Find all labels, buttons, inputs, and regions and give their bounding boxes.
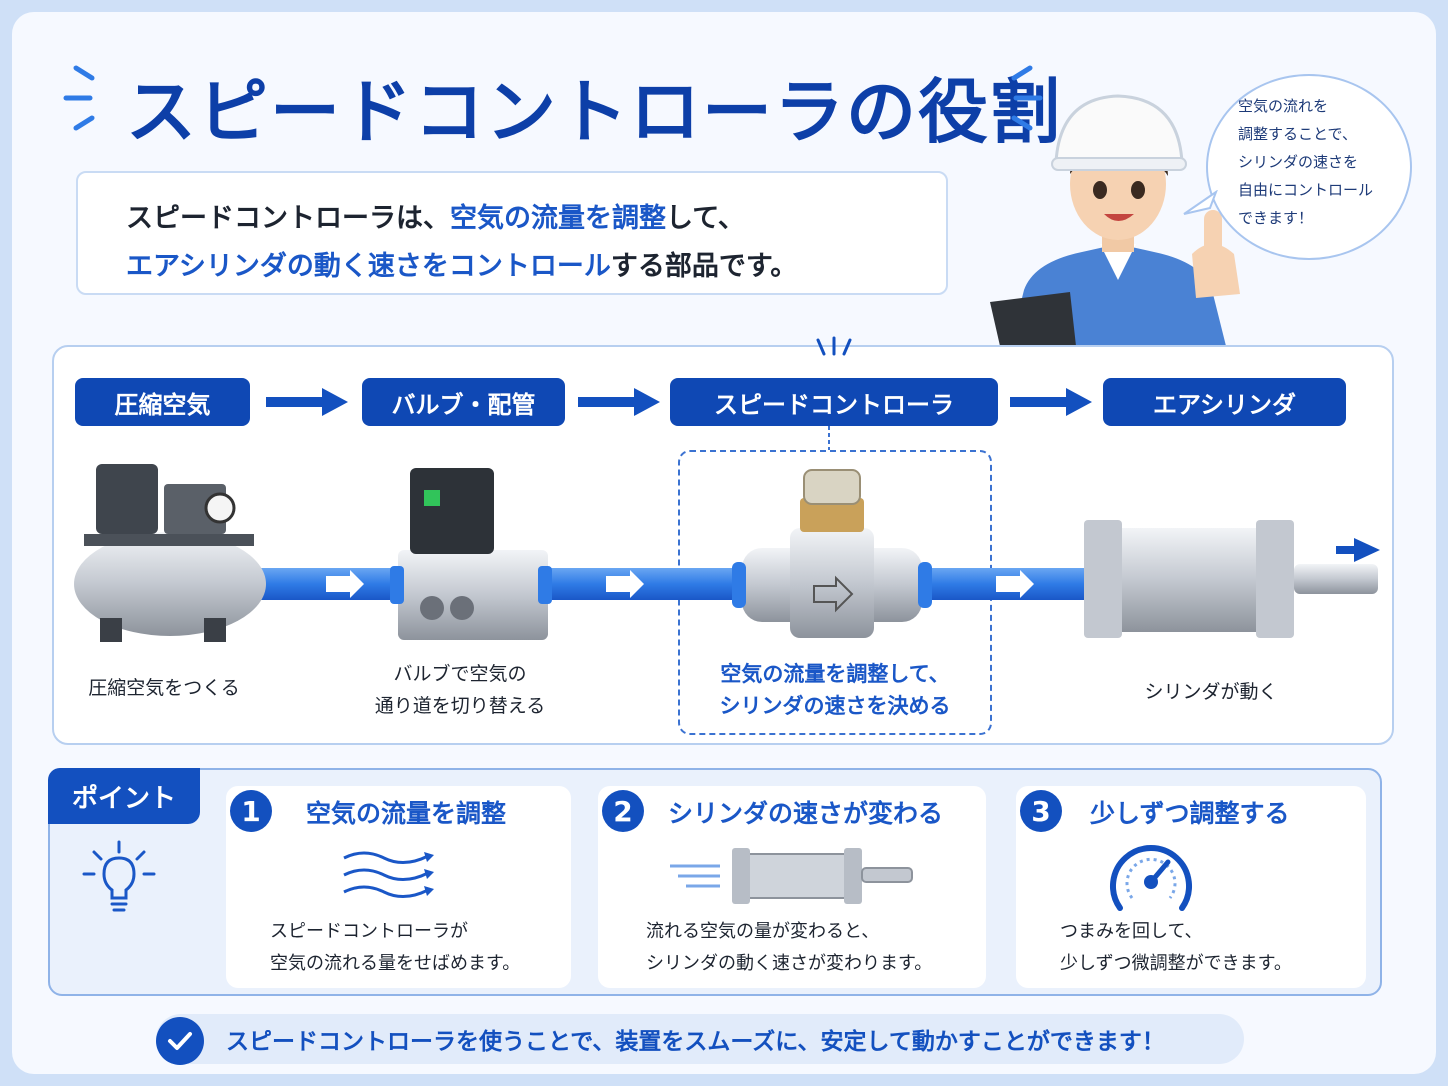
point-text-line: 少しずつ微調整ができます。 <box>1060 953 1292 974</box>
caption-line: 通り道を切り替える <box>374 695 546 717</box>
highlight-spark-icon <box>816 336 852 356</box>
point-text: つまみを回して、 少しずつ微調整ができます。 <box>1060 916 1292 980</box>
point-card-2: 2 シリンダの速さが変わる 流れる空気の量が変わると、 シリンダの動く速さが変わ… <box>598 786 986 988</box>
step-air-cylinder: エアシリンダ <box>1103 378 1346 426</box>
intro-highlight: 空気の流量を調整 <box>450 203 666 234</box>
step-speed-controller: スピードコントローラ <box>670 378 998 426</box>
intro-text: スピードコントローラは、 <box>126 203 450 234</box>
point-card-1: 1 空気の流量を調整 スピードコントローラが 空気の流れる量をせばめます。 <box>226 786 571 988</box>
point-text: スピードコントローラが 空気の流れる量をせばめます。 <box>270 916 520 980</box>
caption-air-cylinder: シリンダが動く <box>1106 676 1316 708</box>
worker-illustration-icon <box>990 94 1240 346</box>
point-title: シリンダの速さが変わる <box>668 799 944 828</box>
intro-line-2: エアシリンダの動く速さをコントロールする部品です。 <box>126 243 898 291</box>
speech-bubble: 空気の流れを 調整することで、 シリンダの速さを 自由にコントロール できます！ <box>1206 74 1412 260</box>
bubble-line: 自由にコントロール <box>1238 181 1374 199</box>
point-card-3: 3 少しずつ調整する つまみを回して、 少しずつ微調整ができます。 <box>1016 786 1366 988</box>
step-valve-piping: バルブ・配管 <box>362 378 565 426</box>
pneumatic-line-illustration <box>74 464 1380 642</box>
point-title: 空気の流量を調整 <box>306 799 507 828</box>
caption-line: 空気の流量を調整して、 <box>720 662 950 686</box>
left-spark-icon <box>63 65 95 131</box>
caption-compressed-air: 圧縮空気をつくる <box>64 672 264 704</box>
flow-arrow-icon <box>1010 388 1092 416</box>
bubble-tail <box>1183 190 1218 215</box>
point-text-line: つまみを回して、 <box>1060 921 1203 942</box>
caption-speed-controller: 空気の流量を調整して、 シリンダの速さを決める <box>686 658 984 722</box>
point-text-line: 流れる空気の量が変わると、 <box>646 921 880 942</box>
gauge-icon <box>1110 845 1192 911</box>
cylinder-icon <box>670 848 913 904</box>
step-compressed-air: 圧縮空気 <box>75 378 250 426</box>
point-number: 1 <box>230 790 272 832</box>
intro-text: して、 <box>666 203 745 234</box>
bubble-line: 空気の流れを <box>1238 97 1329 115</box>
caption-line: シリンダの速さを決める <box>719 694 951 718</box>
point-number: 2 <box>602 790 644 832</box>
caption-valve-piping: バルブで空気の 通り道を切り替える <box>340 658 580 722</box>
point-text: 流れる空気の量が変わると、 シリンダの動く速さが変わります。 <box>646 916 932 980</box>
bubble-line: シリンダの速さを <box>1238 153 1359 171</box>
intro-highlight: エアシリンダの動く速さをコントロール <box>126 251 611 282</box>
point-text-line: 空気の流れる量をせばめます。 <box>270 953 521 974</box>
caption-line: 圧縮空気をつくる <box>88 677 240 699</box>
point-text-line: スピードコントローラが <box>270 921 468 942</box>
flow-arrow-icon <box>578 388 660 416</box>
flow-arrow-icon <box>266 388 348 416</box>
intro-text: する部品です。 <box>610 251 798 282</box>
point-number: 3 <box>1020 790 1062 832</box>
intro-box: スピードコントローラは、空気の流量を調整して、 エアシリンダの動く速さをコントロ… <box>76 171 948 295</box>
lightbulb-icon <box>82 840 156 912</box>
points-tag: ポイント <box>48 768 200 824</box>
intro-line-1: スピードコントローラは、空気の流量を調整して、 <box>126 195 898 243</box>
point-text-line: シリンダの動く速さが変わります。 <box>646 953 933 974</box>
page-title: スピードコントローラの役割 <box>126 71 1062 153</box>
point-title: 少しずつ調整する <box>1090 799 1290 828</box>
airflow-icon <box>343 851 434 898</box>
pointer-tick <box>828 426 830 450</box>
check-icon <box>156 1017 204 1065</box>
right-spark-icon <box>1011 65 1043 131</box>
bubble-line: できます！ <box>1238 209 1314 227</box>
caption-line: バルブで空気の <box>393 663 527 685</box>
bubble-line: 調整することで、 <box>1238 125 1357 143</box>
summary-banner: スピードコントローラを使うことで、装置をスムーズに、安定して動かすことができます… <box>156 1014 1244 1064</box>
caption-line: シリンダが動く <box>1144 681 1278 703</box>
